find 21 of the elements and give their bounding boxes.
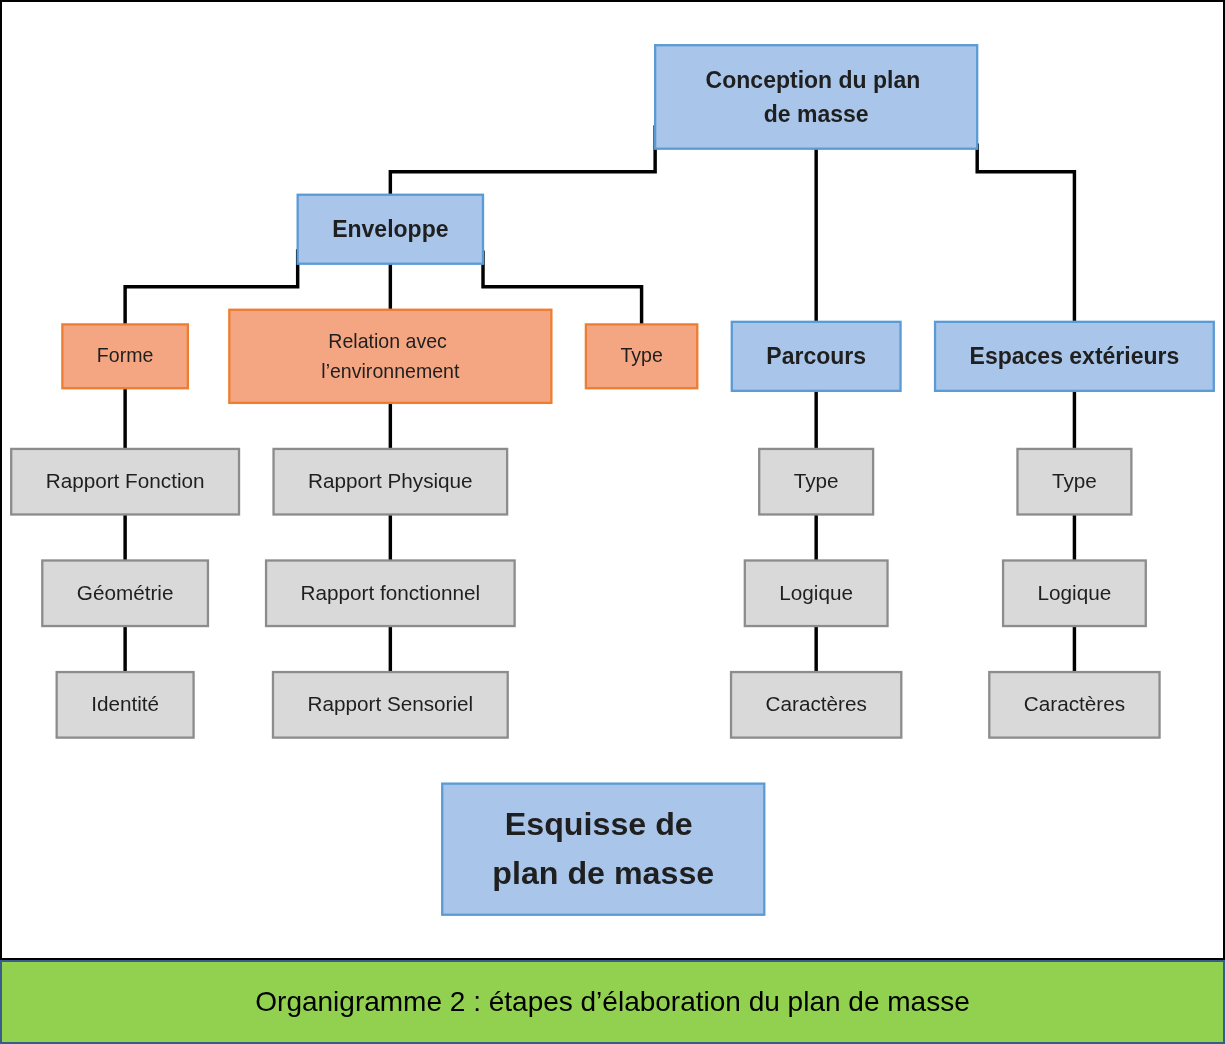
node-box: Type [584, 323, 699, 390]
node-box: Identité [55, 670, 195, 739]
node-box: Forme [61, 323, 190, 390]
node-box: Rapport Physique [272, 447, 509, 516]
node-box: Parcours [730, 320, 902, 392]
node-box: Rapport Sensoriel [271, 670, 509, 739]
node-box: Rapport fonctionnel [264, 559, 516, 628]
node-box: Relation avec l’environnement [228, 308, 553, 405]
node-box: Conception du plan de masse [654, 44, 979, 150]
node-box: Logique [743, 559, 889, 628]
node-box: Caractères [729, 670, 903, 739]
node-box: Esquisse de plan de masse [441, 782, 766, 916]
node-box: Enveloppe [296, 193, 485, 265]
node-box: Logique [1001, 559, 1147, 628]
node-box: Géométrie [41, 559, 210, 628]
node-box: Espaces extérieurs [933, 320, 1215, 392]
node-box: Type [1016, 447, 1133, 516]
node-box: Type [758, 447, 875, 516]
node-box: Caractères [988, 670, 1161, 739]
caption: Organigramme 2 : étapes d’élaboration du plan de masse [0, 960, 1225, 1044]
node-box: Rapport Fonction [10, 447, 241, 516]
